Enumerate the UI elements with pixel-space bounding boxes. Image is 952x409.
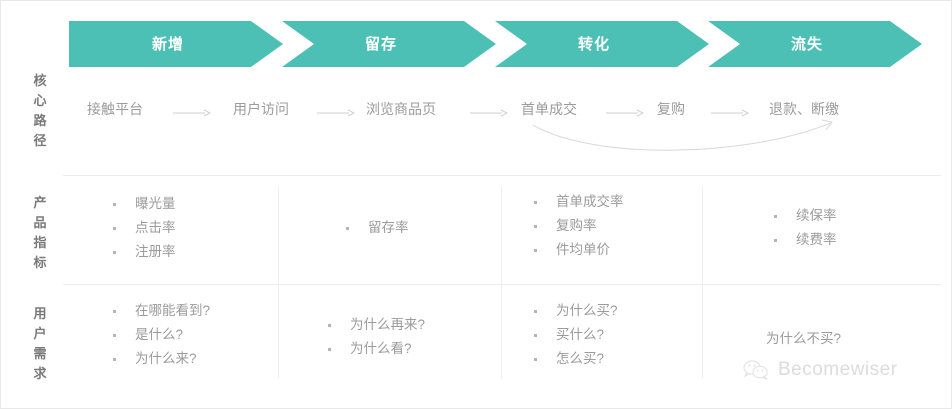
column-divider-2 (501, 187, 502, 379)
bullet-list: 为什么再来? 为什么看? (326, 313, 425, 361)
stage-label-retention: 留存 (364, 35, 397, 53)
list-item: 留存率 (344, 216, 409, 240)
stage-chevron-new: 新增 (69, 21, 283, 67)
row-divider-1 (63, 175, 941, 176)
needs-text-churn: 为什么不买? (766, 331, 842, 346)
list-item: 为什么再来? (326, 313, 425, 337)
list-item: 为什么看? (326, 337, 425, 361)
arrow-right-icon (317, 108, 355, 118)
list-item: 续保率 (772, 204, 837, 228)
list-item: 复购率 (532, 214, 624, 238)
path-node-first-order: 首单成交 (521, 101, 577, 117)
list-item: 怎么买? (532, 347, 618, 371)
needs-cell-conversion: 为什么买? 买什么? 怎么买? (532, 299, 618, 371)
list-item: 注册率 (111, 240, 176, 264)
row-label-core-path: 核 心 路 径 (33, 73, 47, 148)
wechat-icon (743, 359, 769, 381)
curved-arrow-icon (531, 119, 841, 161)
stage-label-new: 新增 (151, 35, 184, 53)
core-path-row: 接触平台 用户访问 浏览商品页 首单成交 复购 退款、断缴 (63, 97, 941, 123)
list-item: 件均单价 (532, 238, 624, 262)
list-item: 首单成交率 (532, 190, 624, 214)
stage-chevron-conversion: 转化 (495, 21, 709, 67)
list-item: 为什么来? (111, 347, 210, 371)
path-node-refund-churn: 退款、断缴 (769, 101, 839, 117)
bullet-list: 在哪能看到? 是什么? 为什么来? (111, 299, 210, 371)
list-item: 点击率 (111, 216, 176, 240)
needs-cell-new: 在哪能看到? 是什么? 为什么来? (111, 299, 210, 371)
arrow-right-icon (711, 108, 749, 118)
metrics-cell-churn: 续保率 续费率 (772, 204, 837, 252)
arrow-right-icon (173, 108, 211, 118)
needs-cell-churn: 为什么不买? (766, 327, 841, 351)
bullet-list: 续保率 续费率 (772, 204, 837, 252)
bullet-list: 留存率 (344, 216, 409, 240)
column-divider-1 (278, 187, 279, 379)
path-node-user-visit: 用户访问 (233, 101, 289, 117)
stage-chevron-retention: 留存 (282, 21, 496, 67)
list-item: 是什么? (111, 323, 210, 347)
column-divider-3 (702, 187, 703, 379)
watermark-text: Becomewiser (778, 359, 898, 380)
bullet-list: 曝光量 点击率 注册率 (111, 192, 176, 264)
metrics-cell-conversion: 首单成交率 复购率 件均单价 (532, 190, 624, 262)
arrow-right-icon (470, 108, 508, 118)
list-item: 在哪能看到? (111, 299, 210, 323)
list-item: 为什么买? (532, 299, 618, 323)
path-node-contact-platform: 接触平台 (87, 101, 143, 117)
list-item: 买什么? (532, 323, 618, 347)
path-node-repurchase: 复购 (657, 101, 685, 117)
arrow-right-icon (606, 108, 644, 118)
stage-label-conversion: 转化 (577, 35, 610, 53)
list-item: 曝光量 (111, 192, 176, 216)
stage-banner: 新增 留存 转化 流失 (1, 21, 951, 67)
list-item: 续费率 (772, 228, 837, 252)
metrics-cell-retention: 留存率 (344, 216, 409, 240)
stage-chevron-churn: 流失 (708, 21, 922, 67)
bullet-list: 首单成交率 复购率 件均单价 (532, 190, 624, 262)
row-label-user-needs: 用 户 需 求 (33, 306, 47, 381)
row-label-product-metrics: 产 品 指 标 (33, 195, 47, 270)
metrics-cell-new: 曝光量 点击率 注册率 (111, 192, 176, 264)
row-divider-2 (63, 284, 941, 285)
bullet-list: 为什么买? 买什么? 怎么买? (532, 299, 618, 371)
stage-label-churn: 流失 (790, 35, 823, 53)
watermark: Becomewiser (743, 359, 898, 381)
needs-cell-retention: 为什么再来? 为什么看? (326, 313, 425, 361)
path-node-browse-product-page: 浏览商品页 (366, 101, 436, 117)
